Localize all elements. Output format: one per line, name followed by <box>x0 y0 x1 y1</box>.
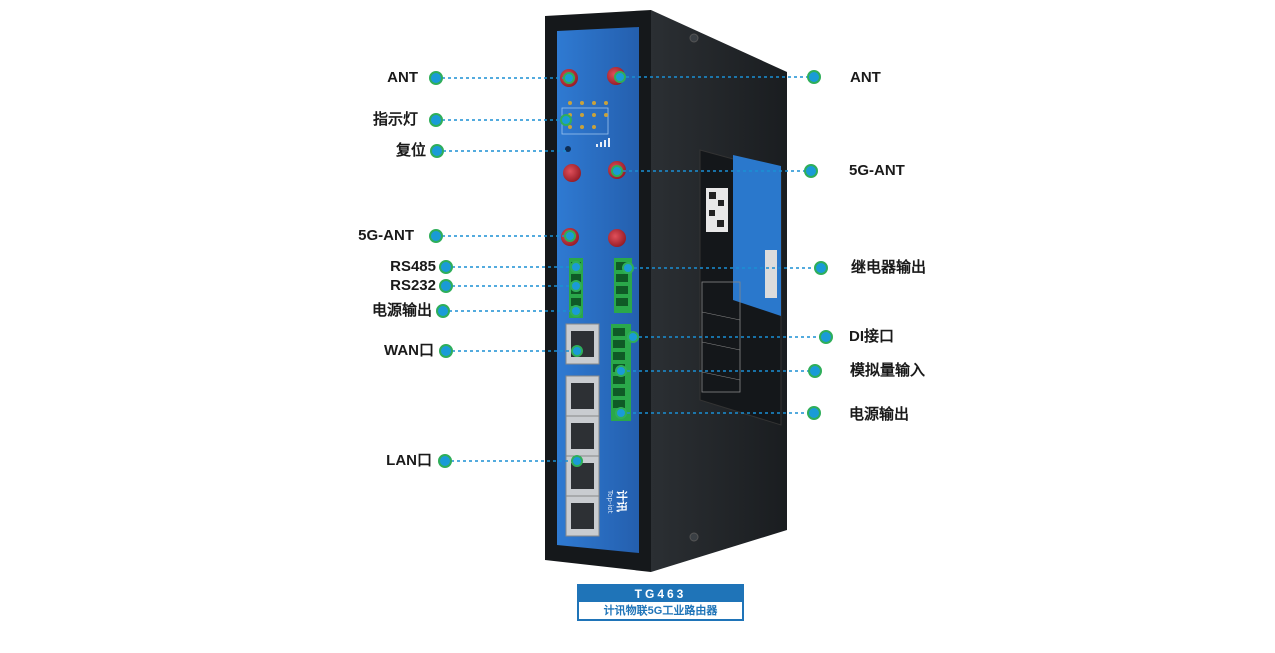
label-5g-ant-left: 5G-ANT <box>358 227 414 244</box>
label-power-out-right: 电源输出 <box>849 406 910 423</box>
caption-description: 计讯物联5G工业路由器 <box>603 605 718 617</box>
callout-dots <box>429 70 833 468</box>
screw <box>689 532 699 542</box>
callout-dot <box>570 261 582 273</box>
callout-dot <box>429 71 443 85</box>
callout-dot <box>436 304 450 318</box>
antenna-connector <box>608 229 626 247</box>
callout-dot <box>571 455 583 467</box>
callout-dot <box>627 331 639 343</box>
callout-dot <box>814 261 828 275</box>
callout-dot <box>439 279 453 293</box>
callout-dot <box>615 407 627 419</box>
callout-dot <box>429 113 443 127</box>
callout-dot <box>430 144 444 158</box>
callout-dot <box>438 454 452 468</box>
label-analog-in: 模拟量输入 <box>850 362 926 379</box>
label-rs485: RS485 <box>390 258 436 275</box>
label-di: DI接口 <box>849 328 895 345</box>
callout-dot <box>622 262 634 274</box>
label-indicator: 指示灯 <box>372 111 418 128</box>
label-ant-right: ANT <box>850 69 881 86</box>
side-sticker <box>765 250 777 298</box>
callout-dot <box>804 164 818 178</box>
callout-dot <box>819 330 833 344</box>
label-5g-ant-right: 5G-ANT <box>849 162 905 179</box>
panel-brand: 计讯 <box>615 490 629 512</box>
callout-dot <box>439 344 453 358</box>
callout-dot <box>570 280 582 292</box>
panel-brand-sub: Top-iot <box>606 489 614 514</box>
screw <box>689 33 699 43</box>
callout-dot <box>615 365 627 377</box>
callout-dot <box>560 114 572 126</box>
callout-dot <box>564 230 576 242</box>
label-power-out-left: 电源输出 <box>371 302 432 319</box>
callout-dot <box>439 260 453 274</box>
product-caption: TG463 计讯物联5G工业路由器 <box>577 584 744 621</box>
callout-dot <box>808 364 822 378</box>
callout-dot <box>611 165 623 177</box>
label-relay-out: 继电器输出 <box>851 259 927 276</box>
label-wan: WAN口 <box>384 342 434 359</box>
label-rs232: RS232 <box>390 277 436 294</box>
callout-dot <box>429 229 443 243</box>
label-ant-left: ANT <box>387 69 418 86</box>
callout-dot <box>807 406 821 420</box>
antenna-connector <box>563 164 581 182</box>
callout-dot <box>571 345 583 357</box>
leader-lines <box>436 76 826 462</box>
caption-model: TG463 <box>579 586 742 602</box>
callout-dot <box>570 305 582 317</box>
label-reset: 复位 <box>395 142 426 159</box>
label-lan: LAN口 <box>386 452 432 469</box>
reset-button <box>565 146 571 152</box>
callout-dot <box>614 71 626 83</box>
callout-dot <box>563 72 575 84</box>
callout-dot <box>807 70 821 84</box>
